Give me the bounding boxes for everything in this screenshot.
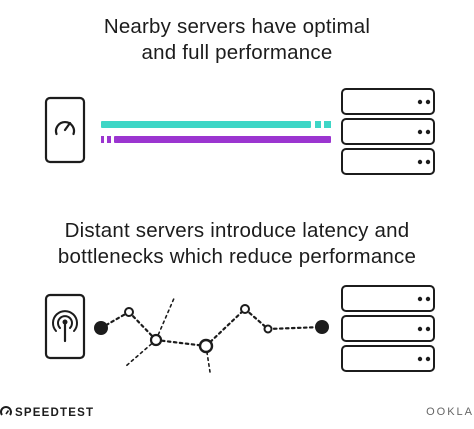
speedtest-gauge-icon xyxy=(0,406,12,416)
hop-node xyxy=(124,307,134,317)
hop-node xyxy=(240,304,250,314)
nearby-heading-line-2: and full performance xyxy=(141,41,333,64)
ookla-logo: OOKLA xyxy=(426,406,474,418)
end-node xyxy=(315,320,329,334)
hop-node xyxy=(198,338,214,354)
network-nodes xyxy=(94,304,329,354)
phone-speedometer-icon xyxy=(44,96,86,164)
teal-connection-line xyxy=(101,121,311,128)
nearby-server-rack-icon xyxy=(341,88,435,175)
purple-connection-line xyxy=(114,136,331,143)
distant-heading-line-2: bottlenecks which reduce performance xyxy=(57,245,417,268)
speedtest-logo: SPEEDTEST xyxy=(0,406,94,419)
hop-node xyxy=(263,324,273,334)
speedtest-wordmark: SPEEDTEST xyxy=(15,407,95,419)
phone-signal-tower-icon xyxy=(44,293,86,360)
start-node xyxy=(94,321,108,335)
nearby-heading-line-1: Nearby servers have optimal xyxy=(103,15,371,38)
latency-network-path xyxy=(99,295,324,373)
distant-server-rack-icon xyxy=(341,285,435,372)
fast-connection-lines xyxy=(101,121,331,143)
distant-heading-line-1: Distant servers introduce latency and xyxy=(64,219,410,242)
hop-node xyxy=(149,333,163,347)
